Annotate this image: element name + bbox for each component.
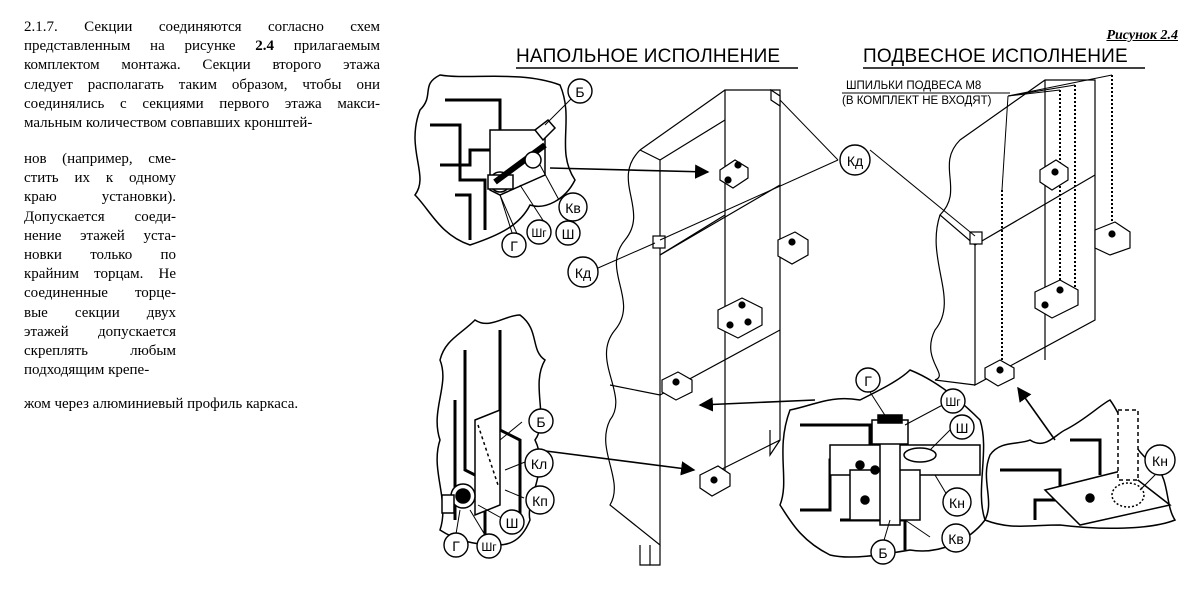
label-circle: [443, 532, 469, 558]
arrows: [537, 164, 1056, 476]
label-circle: [501, 232, 527, 258]
label-kd: Кд: [575, 265, 591, 281]
label-b: Б: [878, 545, 887, 561]
text-line: 2.1.7. Секции соединяются согласно схем: [24, 19, 380, 35]
label-shg: Шг: [945, 395, 961, 409]
label-circle: [855, 367, 881, 393]
label-circle: [476, 533, 502, 559]
paragraph-intro: 2.1.7. Секции соединяются согласно схем …: [24, 18, 380, 133]
note-line-2: (В КОМПЛЕКТ НЕ ВХОДЯТ): [842, 95, 992, 107]
bracket: [984, 159, 1131, 387]
label-circle: [839, 144, 871, 176]
text-line: скреплять любым: [24, 343, 176, 360]
text-line: следует располагать таким образом, чтобы…: [24, 76, 380, 93]
text-line: этажей допускается: [24, 323, 176, 340]
paragraph-end: жом через алюминиевый профиль каркаса.: [24, 396, 299, 412]
label-circle: [870, 539, 896, 565]
label-circle: [524, 448, 554, 478]
label-circle: [567, 78, 593, 104]
paragraph-narrow: нов (например, сме- стить их к одному кр…: [24, 150, 176, 380]
label-circle: [558, 192, 588, 222]
label-circle: [942, 487, 972, 517]
label-shg: Шг: [531, 226, 547, 240]
callout-labels: [443, 78, 1176, 565]
hanging-cabinet: [930, 79, 1096, 387]
label-g: Г: [864, 373, 872, 389]
label-b: Б: [536, 414, 545, 430]
label-kn: Кн: [949, 495, 965, 511]
text-line: краю установки).: [24, 189, 176, 206]
heading-floor: НАПОЛЬНОЕ ИСПОЛНЕНИЕ: [516, 46, 781, 67]
text-line: соединялись с секциями первого этажа мак…: [24, 95, 380, 112]
label-circle: [1144, 444, 1176, 476]
detail-kl-kp: [436, 314, 547, 546]
label-circle: [941, 523, 971, 553]
label-g: Г: [510, 238, 518, 254]
label-kv: Кв: [948, 531, 964, 547]
label-circle: [526, 219, 552, 245]
figure-ref: 2.4: [255, 38, 275, 55]
heading-hanging: ПОДВЕСНОЕ ИСПОЛНЕНИЕ: [863, 46, 1128, 67]
text-line: соединенные торце-: [24, 285, 176, 302]
text-line: стить их к одному: [24, 170, 176, 187]
label-b: Б: [575, 84, 584, 100]
label-kl: Кл: [531, 456, 547, 472]
label-circle: [555, 220, 581, 246]
detail-kv-top: [414, 74, 576, 246]
label-circle: [940, 388, 966, 414]
text-line: комплектом монтажа. Секции второго этажа: [24, 57, 380, 74]
label-sh: Ш: [562, 226, 575, 242]
label-circle: [528, 408, 554, 434]
text-line: подходящим крепе-: [24, 362, 150, 379]
note-line-1: ШПИЛЬКИ ПОДВЕСА М8: [846, 80, 982, 92]
label-g: Г: [452, 538, 460, 554]
figure-caption: Рисунок 2.4: [1106, 28, 1178, 43]
label-circle: [525, 485, 555, 515]
text-line: Допускается соеди-: [24, 208, 176, 225]
label-kd: Кд: [847, 153, 863, 169]
label-sh: Ш: [506, 515, 519, 531]
text-line: крайним торцам. Не: [24, 266, 176, 283]
label-circle: [949, 414, 975, 440]
threaded-rod: [1001, 75, 1113, 370]
text-line: мальным количеством совпавших кронштей-: [24, 115, 313, 132]
callout-texts: Б Кв Ш Шг Г Кд Кд Б Кл Кп Ш Г Шг Г Шг Ш …: [452, 84, 1168, 561]
text-line: новки только по: [24, 247, 176, 264]
bracket: [661, 159, 809, 497]
label-kv: Кв: [565, 200, 581, 216]
label-kn: Кн: [1152, 453, 1168, 469]
text-line: нов (например, сме-: [24, 151, 176, 167]
leader-lines: [454, 74, 1161, 548]
label-circle: [567, 256, 599, 288]
text-line: нение этажей уста-: [24, 227, 176, 244]
label-shg: Шг: [481, 540, 497, 554]
label-kp: Кп: [532, 493, 548, 509]
label-sh: Ш: [956, 420, 969, 436]
floor-cabinet: [605, 88, 781, 566]
detail-kn-right: [983, 399, 1177, 529]
label-circle: [499, 509, 525, 535]
text-line: представленным на рисунке 2.4 прилагаемы…: [24, 38, 380, 55]
text-line: вые секции двух: [24, 304, 176, 321]
